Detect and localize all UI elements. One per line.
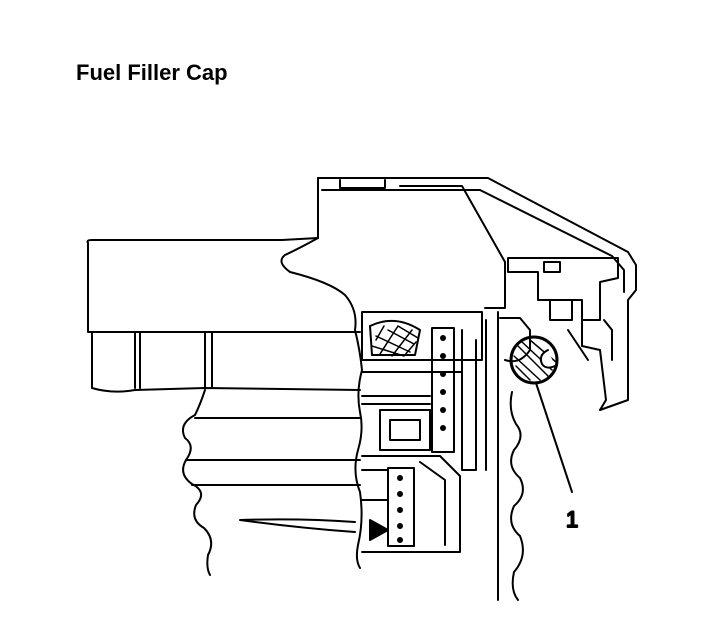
- o-ring-gasket: [509, 335, 559, 385]
- outer-neck-right: [509, 391, 524, 601]
- cap-top-notch: [339, 179, 386, 189]
- spring-housing-upper: [431, 327, 455, 453]
- callout-label-1: 1: [566, 507, 578, 532]
- cap-inner-ledge: [399, 185, 506, 309]
- inner-wall: [361, 359, 481, 373]
- valve-chamber: [379, 409, 431, 451]
- mesh-filter: [369, 319, 421, 356]
- lower-chamber: [361, 455, 461, 553]
- seal-support: [499, 317, 531, 363]
- cap-break-line: [280, 237, 363, 569]
- neck-seam-4: [239, 518, 356, 533]
- latch-tab: [507, 257, 619, 321]
- cap-top-housing: [317, 177, 637, 411]
- cap-grip-outer: [86, 237, 319, 244]
- channel-wall-a: [461, 329, 477, 471]
- callout-leader-1: [535, 382, 573, 493]
- diagram-title: Fuel Filler Cap: [76, 60, 228, 85]
- cap-top-inner-edge: [321, 189, 625, 293]
- spring-coils-lower: [397, 475, 403, 543]
- spring-coils-upper: [440, 335, 446, 431]
